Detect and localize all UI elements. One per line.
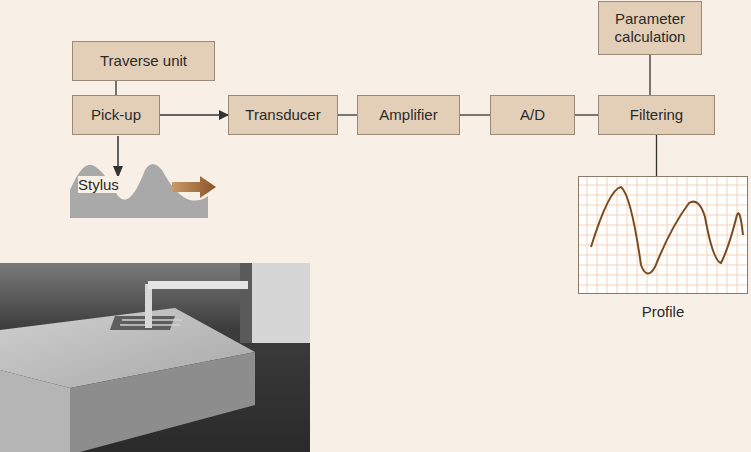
box-label: Filtering <box>630 106 683 124</box>
process-box: Transducer <box>228 95 338 135</box>
signal-line <box>649 55 650 95</box>
direction-arrow <box>172 176 216 198</box>
signal-line <box>160 114 228 115</box>
process-box: A/D <box>490 95 575 135</box>
instrument-photo <box>0 263 310 452</box>
unit-box: Traverse unit <box>72 41 215 81</box>
signal-line <box>460 114 490 115</box>
box-label: Parameter calculation <box>599 10 701 46</box>
box-label: Traverse unit <box>100 52 187 70</box>
process-box: Amplifier <box>357 95 460 135</box>
stylus-arrow <box>117 136 119 170</box>
unit-box: Pick-up <box>72 95 160 135</box>
box-label: Pick-up <box>91 106 141 124</box>
box-label: Amplifier <box>379 106 437 124</box>
process-box: Filtering <box>598 95 715 135</box>
box-label: Transducer <box>245 106 320 124</box>
box-label: A/D <box>520 106 545 124</box>
chart-caption: Profile <box>579 303 747 321</box>
signal-line <box>656 135 657 176</box>
signal-line <box>575 114 598 115</box>
signal-line <box>338 114 357 115</box>
signal-line <box>115 81 116 95</box>
profile-chart: Profile <box>578 176 748 294</box>
profile-plot <box>579 177 747 293</box>
part-label: Stylus <box>78 176 119 193</box>
process-box: Parameter calculation <box>598 1 702 55</box>
